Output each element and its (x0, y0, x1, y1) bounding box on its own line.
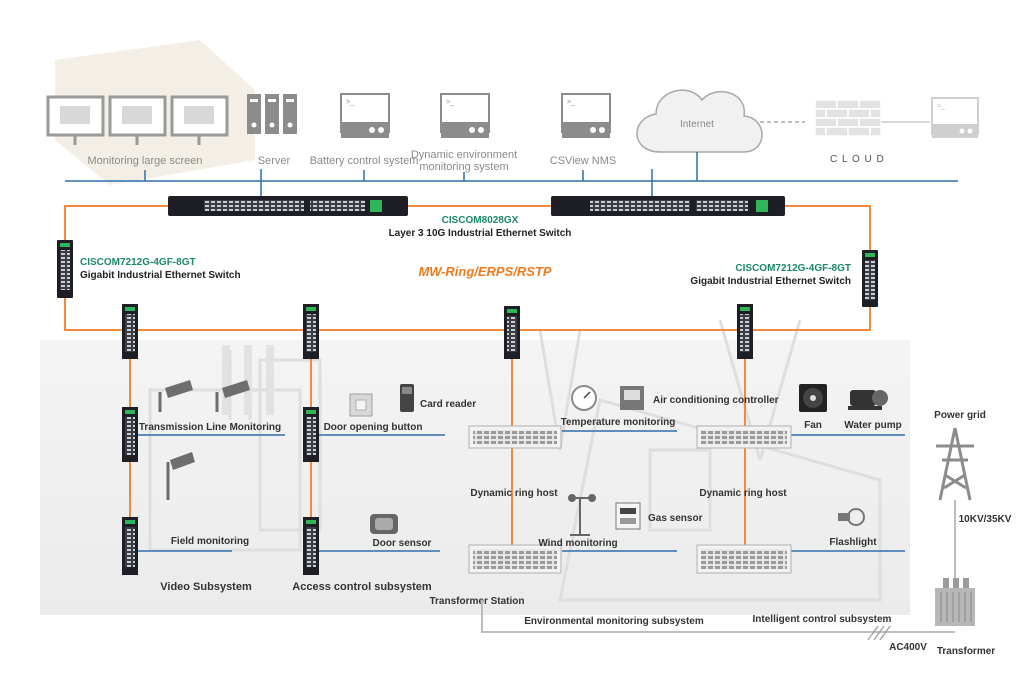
server-label: Server (258, 155, 291, 167)
transformer-station-label: Transformer Station (429, 596, 524, 607)
door-sensor-label: Door sensor (373, 538, 432, 549)
water-pump-label: Water pump (844, 420, 901, 431)
flashlight-icon (838, 508, 865, 526)
access-switch-video-top (122, 304, 138, 359)
monitoring-screen-label: Monitoring large screen (88, 155, 203, 167)
access-switch-door-mid (303, 407, 319, 462)
nms-label: CSView NMS (550, 155, 616, 167)
access-switch-env-top (504, 306, 520, 359)
ring-switch-right-desc: Gigabit Industrial Ethernet Switch (690, 276, 851, 287)
transformer-label: Transformer (937, 646, 995, 657)
power-cables (481, 500, 956, 633)
gas-sensor-icon (615, 502, 641, 530)
voltage-label: 10KV/35KV (959, 514, 1012, 525)
ring-protocol-label: MW-Ring/ERPS/RSTP (418, 264, 551, 279)
door-sensor-icon (370, 514, 398, 534)
internet-label: Internet (680, 119, 714, 130)
access-switch-door-bottom (303, 517, 319, 575)
access-switch-intel-top (737, 304, 753, 359)
svg-text:>_: >_ (446, 99, 454, 106)
access-switch-video-bottom (122, 517, 138, 575)
management-bus (65, 152, 958, 196)
temperature-label: Temperature monitoring (561, 417, 676, 428)
camera-icon (158, 380, 250, 500)
core-switch-left (168, 196, 408, 216)
temperature-gauge-icon (571, 385, 597, 411)
power-tower-icon (936, 427, 974, 501)
firewall-icon (814, 99, 882, 137)
internet-cloud-icon (636, 89, 763, 153)
air-conditioning-label: Air conditioning controller (653, 395, 779, 406)
transmission-line-label: Transmission Line Monitoring (139, 422, 281, 433)
power-grid-label: Power grid (934, 410, 986, 421)
env-host-bottom (468, 544, 562, 574)
access-switch-door-top (303, 304, 319, 359)
gas-sensor-label: Gas sensor (648, 513, 703, 524)
intel-host-bottom (696, 544, 792, 574)
ac-voltage-label: AC400V (889, 642, 927, 653)
battery-control-computer-icon: >_ (340, 93, 390, 138)
svg-text:>_: >_ (567, 99, 575, 106)
ring-switch-right-model: CISCOM7212G-4GF-8GT (735, 263, 851, 274)
intel-host-label: Dynamic ring host (699, 488, 787, 499)
ring-switch-left-model: CISCOM7212G-4GF-8GT (80, 257, 196, 268)
wind-monitoring-label: Wind monitoring (538, 538, 617, 549)
insulator-sketch (222, 345, 274, 415)
dynamic-env-computer-icon: >_ (440, 93, 490, 138)
intel-subsystem-label: Intelligent control subsystem (753, 614, 892, 625)
core-switch-desc: Layer 3 10G Industrial Ethernet Switch (389, 228, 572, 239)
field-monitoring-label: Field monitoring (171, 536, 249, 547)
battery-control-label: Battery control system (310, 155, 419, 167)
dynamic-env-label-line1: Dynamic environment (411, 149, 517, 161)
ring-switch-left (57, 240, 73, 298)
substation-backdrop (40, 340, 910, 615)
water-pump-icon (848, 390, 888, 410)
nms-computer-icon: >_ (561, 93, 611, 138)
svg-text:>_: >_ (937, 103, 945, 110)
door-button-icon (349, 393, 373, 417)
ring-switch-left-desc: Gigabit Industrial Ethernet Switch (80, 270, 241, 281)
monitoring-screen-icon (46, 95, 229, 145)
access-subsystem-label: Access control subsystem (292, 581, 432, 593)
air-conditioning-icon (620, 386, 644, 410)
dynamic-env-label-line2: monitoring system (419, 161, 508, 173)
fan-icon (799, 384, 827, 412)
core-switch-right (551, 196, 785, 216)
cloud-computer-icon: >_ (931, 97, 979, 138)
wind-monitor-icon (568, 494, 596, 536)
transformer-icon (935, 578, 975, 626)
intel-host-top (696, 425, 792, 449)
access-switches (122, 304, 753, 575)
cable-tick-marks (867, 625, 891, 641)
env-host-label: Dynamic ring host (470, 488, 558, 499)
core-switch-model: CISCOM8028GX (442, 215, 519, 226)
env-host-top (468, 425, 562, 449)
fan-label: Fan (804, 420, 822, 431)
svg-text:>_: >_ (346, 99, 354, 106)
card-reader-label: Card reader (420, 399, 476, 410)
env-subsystem-label: Environmental monitoring subsystem (524, 616, 704, 627)
card-reader-icon (400, 384, 414, 412)
dynamic-ring-hosts (468, 425, 792, 574)
door-button-label: Door opening button (324, 422, 423, 433)
subsystem-device-links (138, 430, 905, 552)
ring-switch-right (862, 250, 878, 307)
video-subsystem-label: Video Subsystem (160, 581, 252, 593)
server-icon (247, 94, 297, 134)
flashlight-label: Flashlight (829, 537, 877, 548)
access-switch-video-mid (122, 407, 138, 462)
cloud-label: C L O U D (830, 154, 885, 165)
